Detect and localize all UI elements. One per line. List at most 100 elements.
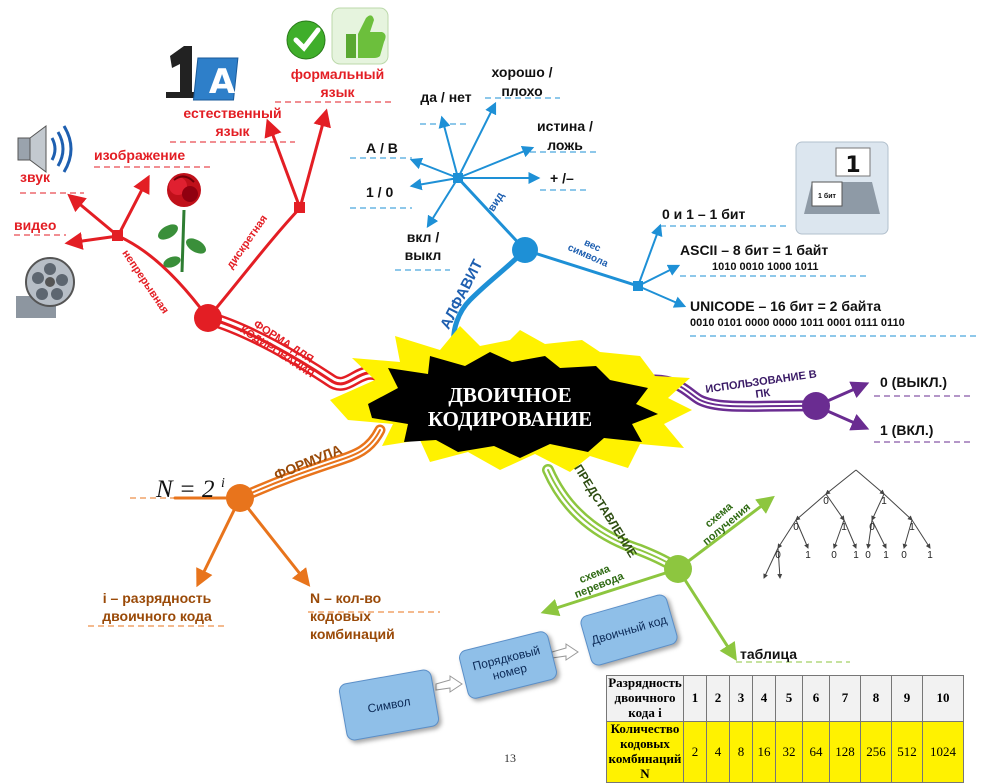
table-cell: 512 [891, 720, 923, 783]
tree-edge [883, 493, 913, 521]
label-unicode-code: 0010 0101 0000 0000 1011 0001 0111 0110 [690, 317, 905, 329]
tree-edge [832, 519, 845, 549]
tree-digit: 1 [909, 522, 915, 533]
table-row-i: Разрядность двоичного кода i 1 2 3 4 5 6… [606, 675, 964, 722]
tree-edge [825, 469, 857, 495]
rose-icon [158, 173, 206, 273]
tree-edge [911, 519, 931, 549]
tree-edge [795, 493, 827, 521]
tree-digit: 1 [883, 550, 889, 561]
digit-one-icon [166, 46, 200, 98]
label-image: изображение [94, 147, 186, 163]
tree-digit: 0 [775, 550, 781, 561]
table-cell: 7 [829, 675, 861, 722]
tree-digit: 0 [823, 496, 829, 507]
label-video: видео [14, 217, 57, 233]
label-n-description: N – кол-во кодовых комбинаций [310, 590, 395, 643]
node-continuous [112, 230, 123, 241]
tree-digit: 0 [793, 522, 799, 533]
label-sound: звук [20, 169, 51, 185]
branch-form-connectors [64, 108, 392, 391]
formula-exponent: i [221, 476, 225, 491]
node-kind [453, 173, 463, 183]
label-ab: А / В [366, 140, 398, 156]
formula-text: N = 2 [155, 476, 215, 503]
label-good-bad: хорошо / плохо [491, 64, 553, 99]
tree-digit: 1 [841, 522, 847, 533]
tree-edge [866, 519, 873, 549]
label-on-off: вкл / выкл [404, 229, 442, 264]
table-cell: 8 [729, 720, 753, 783]
tree-digit: 0 [869, 522, 875, 533]
tree-digit: 1 [881, 496, 887, 507]
tree-edge [763, 547, 779, 579]
node-alphabet [512, 237, 538, 263]
film-reel-icon [16, 257, 75, 318]
speaker-icon [17, 125, 73, 173]
table-cell: 1 [683, 675, 707, 722]
table-cell: 2 [706, 675, 730, 722]
page-number: 13 [504, 751, 516, 764]
table-row-n: Количество кодовых комбинаций N 2 4 8 16… [606, 720, 964, 783]
table-cell: 5 [775, 675, 803, 722]
label-weight-ascii: ASCII – 8 бит = 1 байт [680, 242, 829, 258]
node-weight [633, 281, 643, 291]
branch-alphabet-connectors [409, 101, 687, 353]
tree-edge [902, 519, 913, 549]
checkmark-icon [286, 20, 326, 60]
table-cell: 256 [860, 720, 892, 783]
svg-text:A: A [209, 62, 236, 102]
label-ascii-code: 1010 0010 1000 1011 [712, 261, 819, 273]
tree-edge [825, 493, 845, 521]
node-discrete [294, 202, 305, 213]
center-title-line2: КОДИРОВАНИЕ [428, 407, 592, 431]
tree-edge [777, 519, 797, 549]
thumbs-up-icon [331, 7, 389, 65]
tree-digit: 1 [805, 550, 811, 561]
tree-digit: 1 [853, 550, 859, 561]
table-cell: 64 [802, 720, 830, 783]
label-off: 0 (ВЫКЛ.) [880, 374, 948, 390]
table-header-i: Разрядность двоичного кода i [606, 675, 684, 722]
tree-digit: 1 [927, 550, 933, 561]
table-cell: 4 [706, 720, 730, 783]
label-natural-language: естественный язык [183, 105, 282, 139]
blue-underlines [350, 97, 980, 337]
tree-edge [871, 519, 887, 549]
branch-formula-connectors [173, 424, 386, 588]
label-table: таблица [740, 646, 798, 662]
table-cell: 32 [775, 720, 803, 783]
tree-digit: 0 [901, 550, 907, 561]
tree-edge [795, 519, 809, 549]
tree-edge [871, 493, 885, 521]
scale-badge-big: 1 [845, 153, 860, 178]
purple-underlines [874, 395, 972, 443]
label-weight-unicode: UNICODE – 16 бит = 2 байта [690, 298, 882, 314]
table-cell: 6 [802, 675, 830, 722]
table-cell: 16 [752, 720, 776, 783]
letter-a-icon: A [192, 57, 239, 102]
bits-table: Разрядность двоичного кода i 1 2 3 4 5 6… [606, 675, 964, 783]
node-form [194, 304, 222, 332]
tree-edge [855, 469, 885, 495]
table-cell: 10 [922, 675, 964, 722]
label-yes-no: да / нет [420, 89, 472, 105]
node-representation [664, 555, 692, 583]
center-node [330, 326, 692, 472]
node-formula [226, 484, 254, 512]
scale-badge-small: 1 бит [818, 192, 836, 200]
label-plus-minus: + /– [550, 170, 574, 186]
center-title-line1: ДВОИЧНОЕ [448, 383, 571, 407]
orange-underlines [88, 497, 440, 627]
red-underlines [14, 101, 395, 236]
label-true-false: истина / ложь [537, 118, 593, 153]
table-cell: 128 [829, 720, 861, 783]
tree-edge [777, 547, 783, 579]
tree-digit: 0 [831, 550, 837, 561]
label-one-zero: 1 / 0 [366, 184, 394, 200]
table-cell: 3 [729, 675, 753, 722]
label-weight-bit: 0 и 1 – 1 бит [662, 206, 746, 222]
table-cell: 4 [752, 675, 776, 722]
